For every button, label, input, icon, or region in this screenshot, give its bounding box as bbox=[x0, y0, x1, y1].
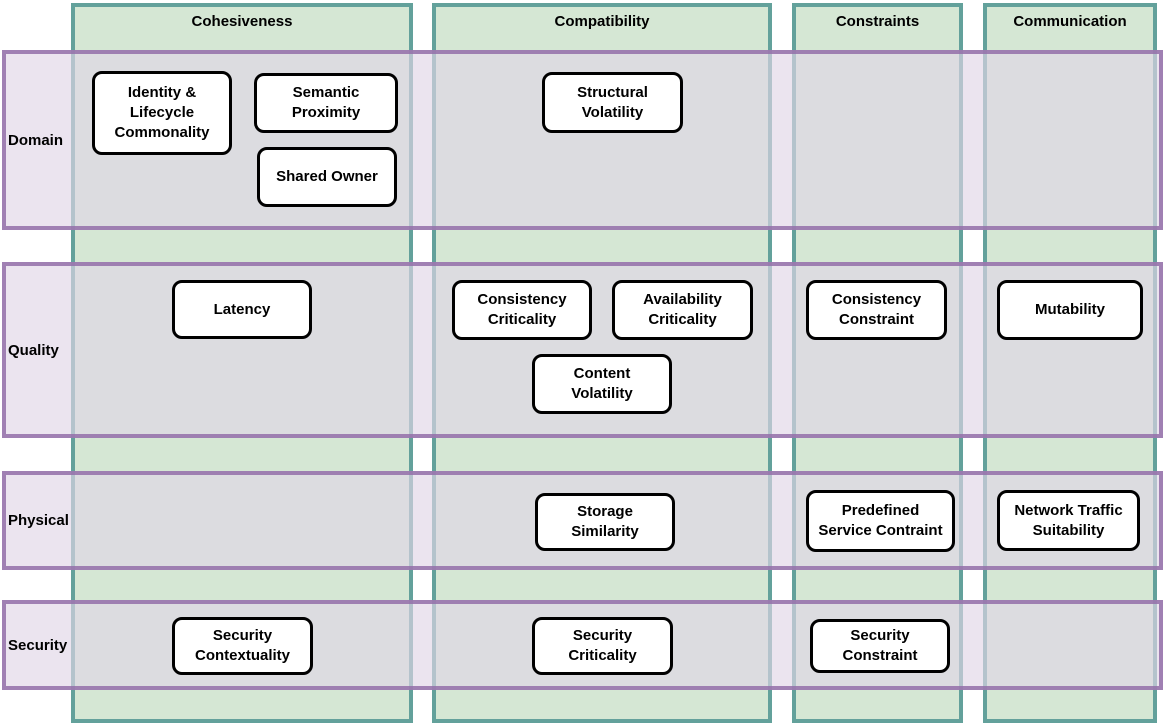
column-header-compatibility: Compatibility bbox=[554, 13, 650, 30]
row-header-physical: Physical bbox=[8, 512, 69, 529]
card-latency: Latency bbox=[172, 280, 312, 339]
card-security-contextuality: Security Contextuality bbox=[172, 617, 313, 675]
card-identity-lifecycle-commonality: Identity & Lifecycle Commonality bbox=[92, 71, 232, 155]
card-availability-criticality: Availability Criticality bbox=[612, 280, 753, 340]
column-header-cohesiveness: Cohesiveness bbox=[191, 13, 293, 30]
card-mutability: Mutability bbox=[997, 280, 1143, 340]
card-network-traffic-suitability: Network Traffic Suitability bbox=[997, 490, 1140, 551]
card-consistency-constraint: Consistency Constraint bbox=[806, 280, 947, 340]
card-content-volatility: Content Volatility bbox=[532, 354, 672, 414]
row-header-quality: Quality bbox=[8, 341, 59, 359]
card-consistency-criticality: Consistency Criticality bbox=[452, 280, 592, 340]
card-predefined-service-contraint: Predefined Service Contraint bbox=[806, 490, 955, 552]
column-header-constraints: Constraints bbox=[835, 13, 920, 30]
card-semantic-proximity: Semantic Proximity bbox=[254, 73, 398, 133]
card-shared-owner: Shared Owner bbox=[257, 147, 397, 207]
card-security-criticality: Security Criticality bbox=[532, 617, 673, 675]
card-structural-volatility: Structural Volatility bbox=[542, 72, 683, 133]
row-header-domain: Domain bbox=[8, 131, 64, 149]
column-header-communication: Communication bbox=[1013, 13, 1127, 30]
card-security-constraint: Security Constraint bbox=[810, 619, 950, 673]
card-storage-similarity: Storage Similarity bbox=[535, 493, 675, 551]
row-header-security: Security bbox=[8, 636, 68, 654]
